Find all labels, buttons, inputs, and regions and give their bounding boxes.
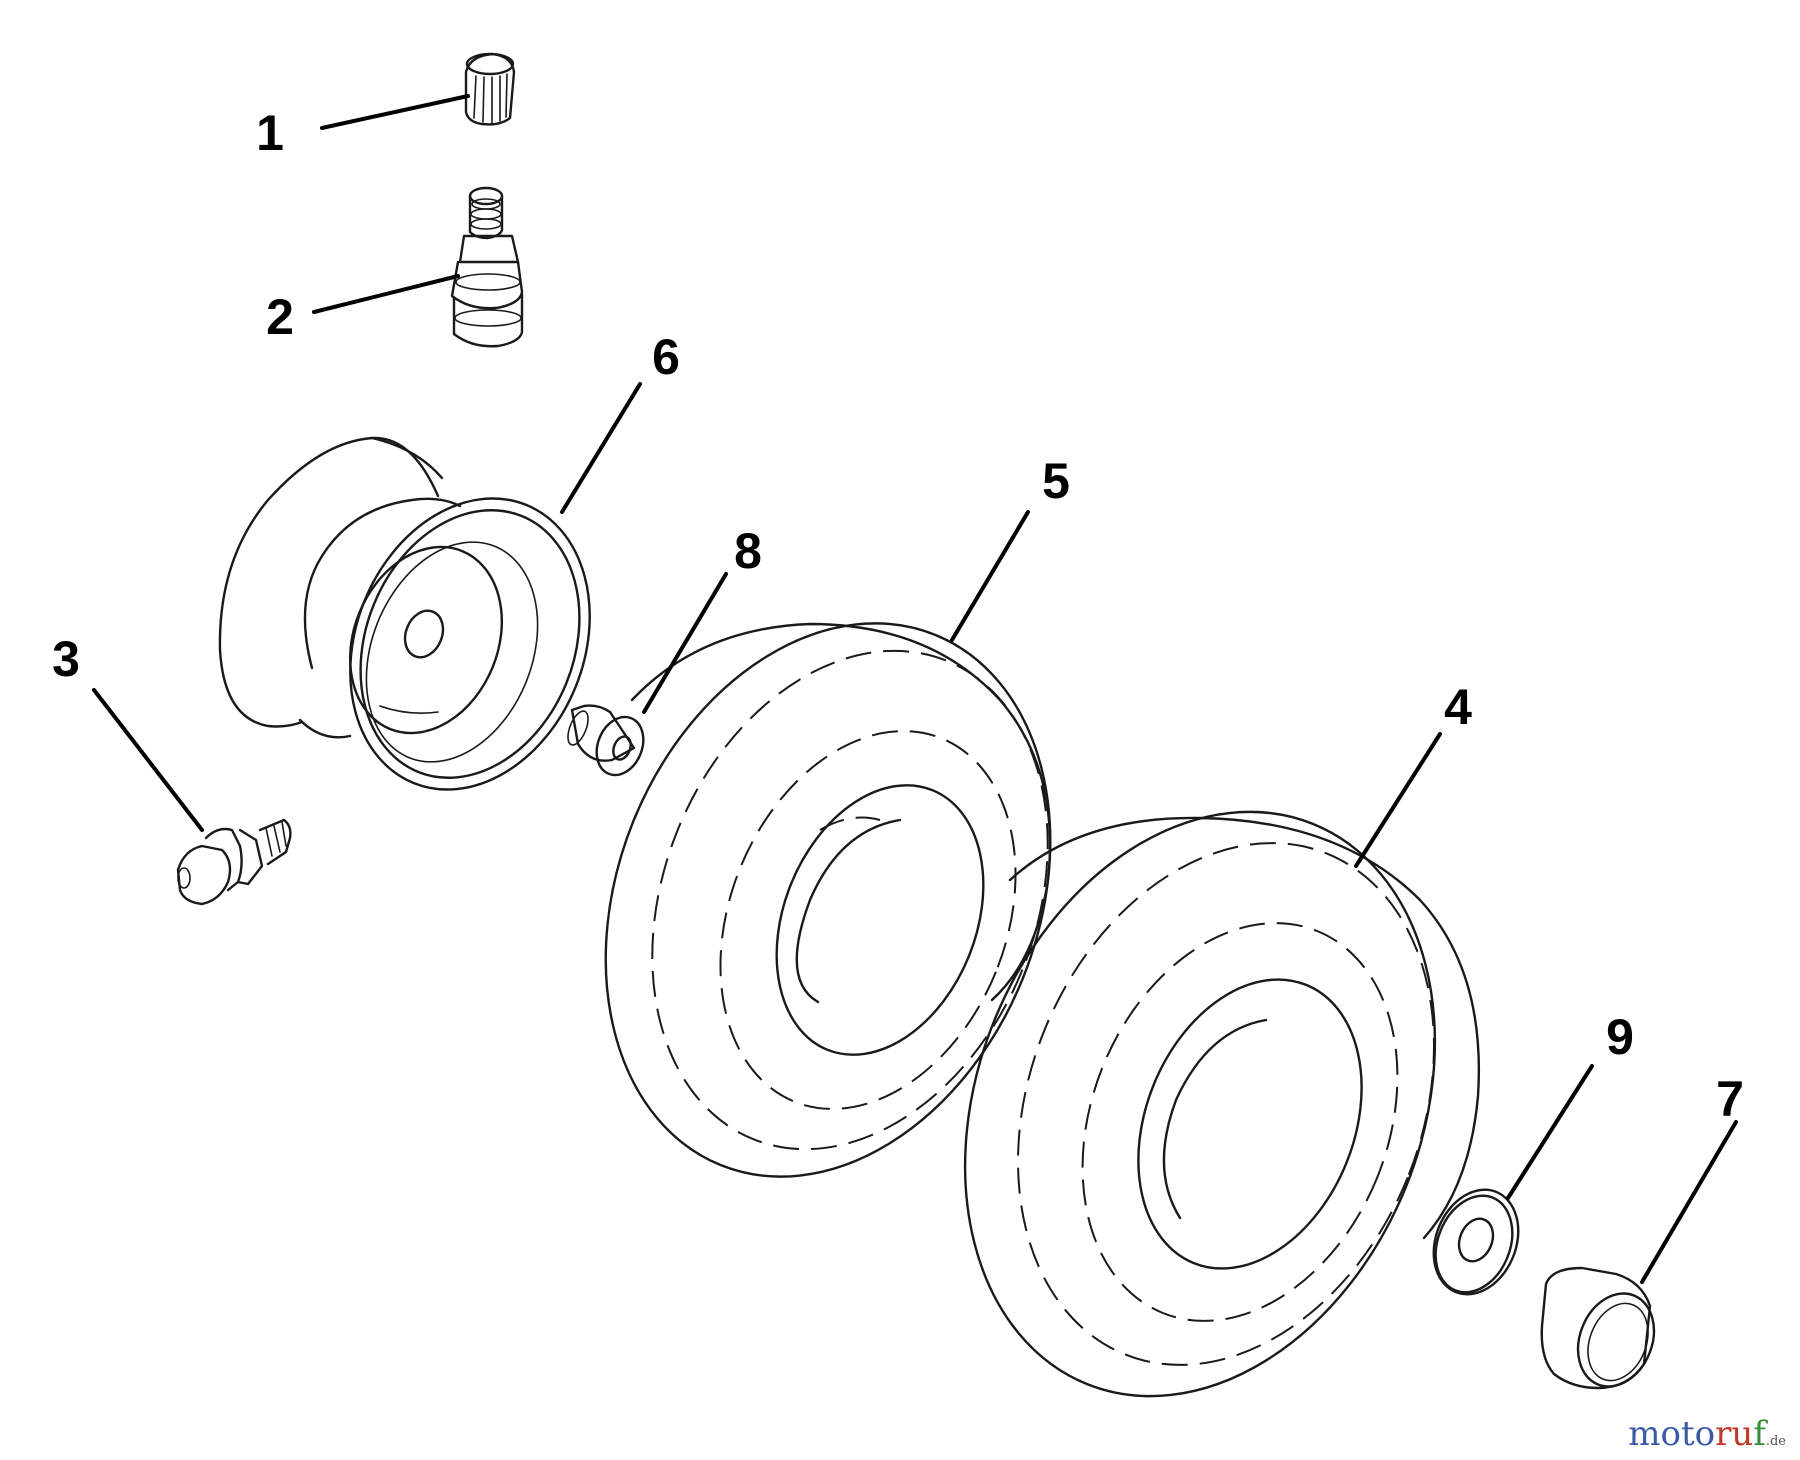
watermark-logo: motoruf.de bbox=[1628, 1414, 1786, 1454]
callout-4: 4 bbox=[1444, 679, 1472, 735]
leader-line-9 bbox=[1506, 1064, 1594, 1200]
callout-3: 3 bbox=[52, 631, 80, 687]
watermark-part-b: ru bbox=[1715, 1414, 1754, 1454]
callout-9: 9 bbox=[1606, 1009, 1634, 1065]
callout-2: 2 bbox=[266, 289, 294, 345]
callout-6: 6 bbox=[652, 329, 680, 385]
part-wheel-rim[interactable] bbox=[218, 436, 632, 826]
part-tire-rear[interactable] bbox=[881, 741, 1519, 1460]
watermark-part-a: moto bbox=[1628, 1414, 1716, 1454]
leader-line-6 bbox=[560, 382, 642, 514]
leader-line-7 bbox=[1640, 1120, 1738, 1284]
part-hub-cap[interactable] bbox=[1540, 1266, 1668, 1398]
callout-labels: 1 2 3 4 5 6 7 8 9 bbox=[52, 105, 1744, 1127]
leader-line-3 bbox=[92, 688, 204, 832]
leader-lines bbox=[92, 94, 1738, 1284]
callout-8: 8 bbox=[734, 523, 762, 579]
part-valve-cap[interactable] bbox=[464, 52, 516, 126]
part-tire-front[interactable] bbox=[526, 556, 1130, 1244]
leader-line-8 bbox=[642, 572, 728, 714]
part-bushing[interactable] bbox=[564, 704, 652, 782]
callout-5: 5 bbox=[1042, 453, 1070, 509]
part-washer[interactable] bbox=[1419, 1177, 1534, 1307]
leader-line-2 bbox=[312, 274, 460, 314]
callout-1: 1 bbox=[256, 105, 284, 161]
leader-line-4 bbox=[1354, 732, 1442, 868]
watermark-part-c: f bbox=[1753, 1414, 1766, 1454]
leader-line-1 bbox=[320, 94, 470, 130]
part-valve-stem[interactable] bbox=[450, 186, 524, 348]
leader-line-5 bbox=[950, 510, 1030, 642]
callout-7: 7 bbox=[1716, 1071, 1744, 1127]
watermark-tld: .de bbox=[1765, 1434, 1786, 1449]
part-grease-fitting[interactable] bbox=[176, 818, 292, 906]
